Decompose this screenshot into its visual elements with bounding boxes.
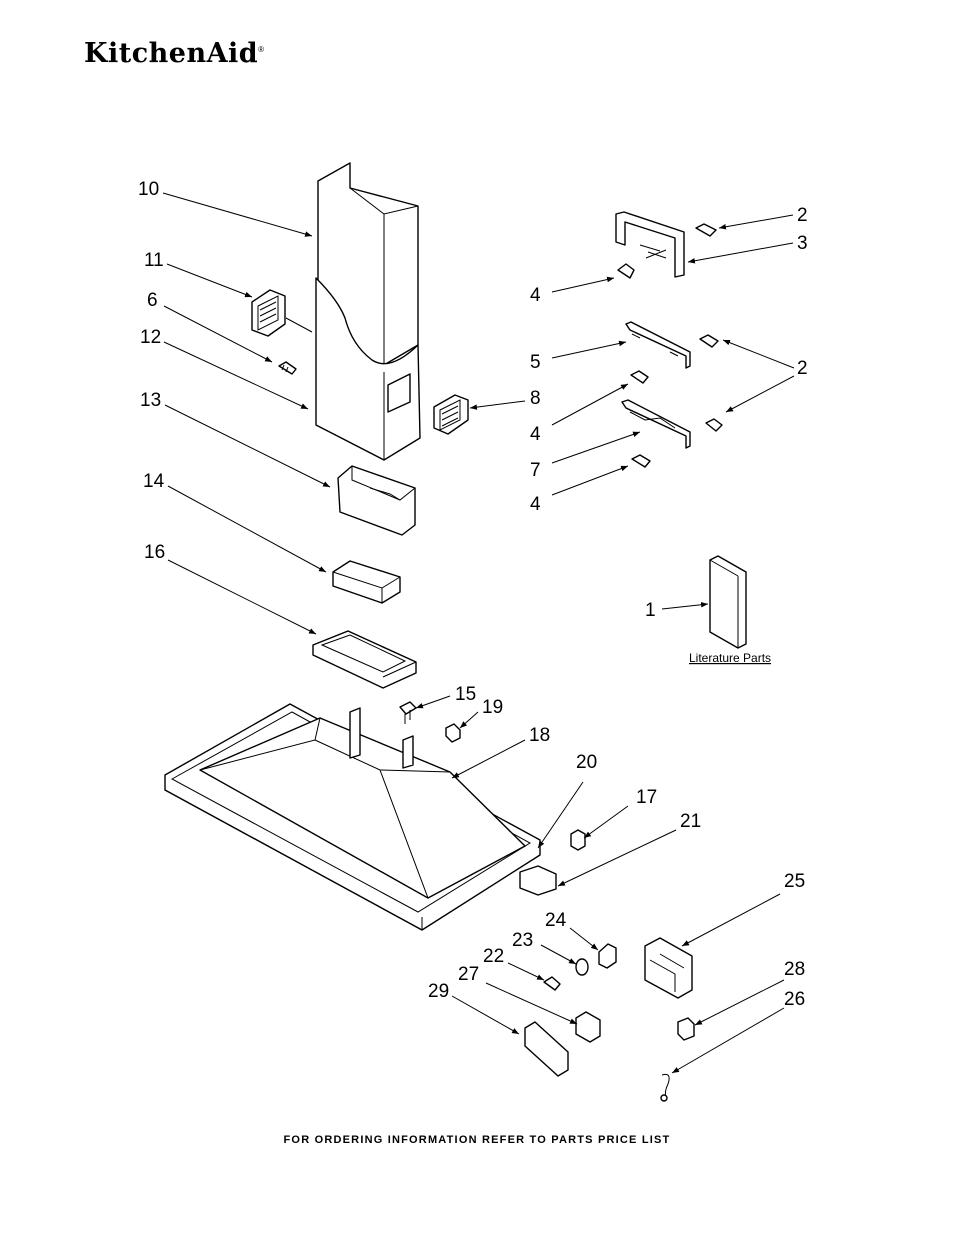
callout-10: 10 — [138, 179, 159, 200]
callout-4-c: 4 — [530, 494, 541, 515]
callout-21: 21 — [680, 811, 701, 832]
part-bracket-5 — [625, 321, 691, 369]
part-screw-4a — [617, 263, 635, 279]
callout-29: 29 — [428, 981, 449, 1002]
callout-4-b: 4 — [530, 424, 541, 445]
part-bracket-3 — [615, 211, 685, 278]
callout-8: 8 — [530, 388, 541, 409]
callout-7: 7 — [530, 460, 541, 481]
callout-3: 3 — [797, 233, 808, 254]
part-screw-2b — [699, 334, 719, 348]
callout-16: 16 — [144, 542, 165, 563]
part-knob-28 — [677, 1017, 695, 1041]
part-screw-15 — [399, 701, 417, 724]
part-washer-23 — [575, 958, 589, 976]
callout-2-mid: 2 — [797, 358, 808, 379]
callout-28: 28 — [784, 959, 805, 980]
part-clip-19 — [445, 723, 461, 743]
callout-11: 11 — [144, 250, 164, 271]
callout-13: 13 — [140, 390, 161, 411]
part-screw-4c — [631, 454, 651, 468]
part-wire-26 — [660, 1073, 670, 1102]
part-screw-4b — [630, 370, 649, 384]
callout-18: 18 — [529, 725, 550, 746]
part-cover-29 — [524, 1021, 569, 1077]
part-screw-2a — [695, 223, 717, 237]
callout-23: 23 — [512, 930, 533, 951]
callout-20: 20 — [576, 752, 597, 773]
ordering-info-footer: FOR ORDERING INFORMATION REFER TO PARTS … — [283, 1134, 671, 1146]
part-screw-6 — [278, 361, 297, 375]
part-control-housing-25 — [644, 937, 693, 999]
callout-17: 17 — [636, 787, 657, 808]
part-grille-8 — [433, 394, 469, 435]
part-filter-16 — [312, 630, 417, 689]
callout-26: 26 — [784, 989, 805, 1010]
part-clip-17 — [570, 829, 586, 851]
callout-24: 24 — [545, 910, 567, 931]
callout-14: 14 — [143, 471, 165, 492]
callout-25: 25 — [784, 871, 805, 892]
part-grille-11 — [251, 289, 286, 337]
part-bracket-24 — [598, 943, 617, 969]
logo-text: KitchenAid — [84, 38, 259, 69]
callout-1: 1 — [645, 600, 656, 621]
part-tray-14 — [332, 560, 401, 604]
registered-mark: ® — [258, 45, 265, 54]
callout-4-a: 4 — [530, 285, 541, 306]
callout-19: 19 — [482, 697, 503, 718]
callout-15: 15 — [455, 684, 476, 705]
callout-12: 12 — [140, 327, 161, 348]
part-screw-2c — [705, 418, 723, 432]
leader-lines — [162, 192, 795, 1074]
part-canopy-18 — [164, 703, 541, 931]
part-chimney-lower — [315, 277, 421, 461]
part-literature-1 — [709, 555, 747, 649]
part-switch-27 — [575, 1011, 601, 1043]
callout-labels: 10 11 6 12 13 14 16 8 2 3 4 5 2 4 7 4 1 … — [138, 179, 808, 1010]
callout-27: 27 — [458, 964, 479, 985]
callout-22: 22 — [483, 946, 504, 967]
literature-parts-label: Literature Parts — [689, 651, 771, 665]
part-rail-21 — [519, 865, 557, 896]
callout-5: 5 — [530, 352, 541, 373]
part-screw-22 — [543, 976, 561, 991]
part-duct-13 — [337, 465, 416, 536]
callout-6: 6 — [147, 290, 158, 311]
kitchenaid-logo: KitchenAid® — [84, 38, 265, 69]
callout-2-top: 2 — [797, 205, 808, 226]
part-bracket-7 — [621, 399, 691, 449]
